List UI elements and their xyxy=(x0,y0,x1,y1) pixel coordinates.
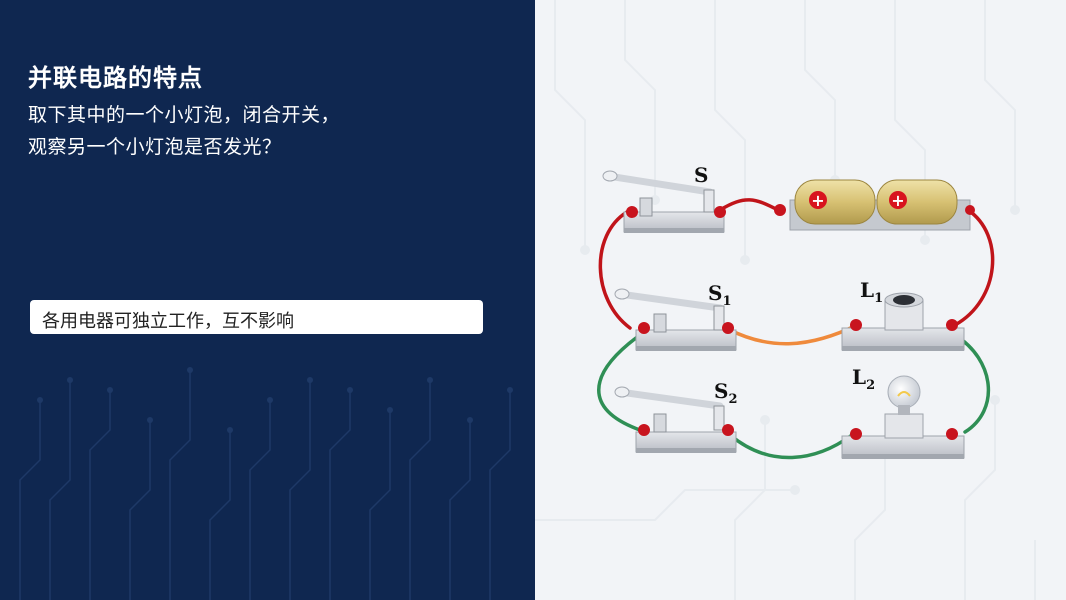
question-line-1: 取下其中的一个小灯泡，闭合开关， xyxy=(28,104,341,126)
lamp-holder-l1 xyxy=(841,292,965,351)
wire-red-main-switch-battery xyxy=(718,198,780,212)
wire-green-l1-l2 xyxy=(953,333,991,434)
parallel-circuit-diagram: + + xyxy=(597,163,995,460)
svg-text:+: + xyxy=(891,191,904,210)
label-main-switch: S xyxy=(694,163,708,187)
label-s2-letter: S xyxy=(714,379,728,403)
slide-title: 并联电路的特点 xyxy=(28,64,203,92)
switch-s1 xyxy=(614,288,737,351)
label-s1-subscript: 1 xyxy=(722,294,731,309)
label-l2-letter: L xyxy=(852,365,866,389)
answer-text: 各用电器可独立工作，互不影响 xyxy=(42,311,294,332)
svg-text:S2: S2 xyxy=(714,379,738,407)
wire-red-battery-l1 xyxy=(953,208,995,327)
switch-s2 xyxy=(614,386,737,453)
wire-orange-s1-l1 xyxy=(728,323,859,346)
svg-text:+: + xyxy=(811,191,824,210)
label-s2-subscript: 2 xyxy=(728,392,737,407)
label-s1-letter: S xyxy=(708,281,722,305)
wire-red-left-branch xyxy=(598,210,632,330)
right-panel xyxy=(535,0,1066,600)
wires xyxy=(597,198,995,460)
lamp-holder-l2 xyxy=(841,375,965,459)
wire-green-s2-l2 xyxy=(728,433,854,460)
circuit-pattern-decoration xyxy=(535,0,1036,600)
svg-text:S1: S1 xyxy=(708,281,732,309)
question-line-2: 观察另一个小灯泡是否发光？ xyxy=(28,136,282,158)
label-l1-subscript: 1 xyxy=(874,291,883,306)
label-l2-subscript: 2 xyxy=(866,378,875,393)
label-l1-letter: L xyxy=(860,278,874,302)
svg-text:L2: L2 xyxy=(852,365,875,393)
wire-green-s1-s2 xyxy=(597,333,642,432)
main-switch xyxy=(602,170,726,233)
answer-box: 各用电器可独立工作，互不影响 xyxy=(30,300,483,334)
left-panel: 并联电路的特点 取下其中的一个小灯泡，闭合开关， 观察另一个小灯泡是否发光？ 各… xyxy=(0,0,535,600)
circuit-pattern-decoration xyxy=(19,367,513,600)
svg-text:L1: L1 xyxy=(860,278,883,306)
battery: + + xyxy=(774,179,975,231)
